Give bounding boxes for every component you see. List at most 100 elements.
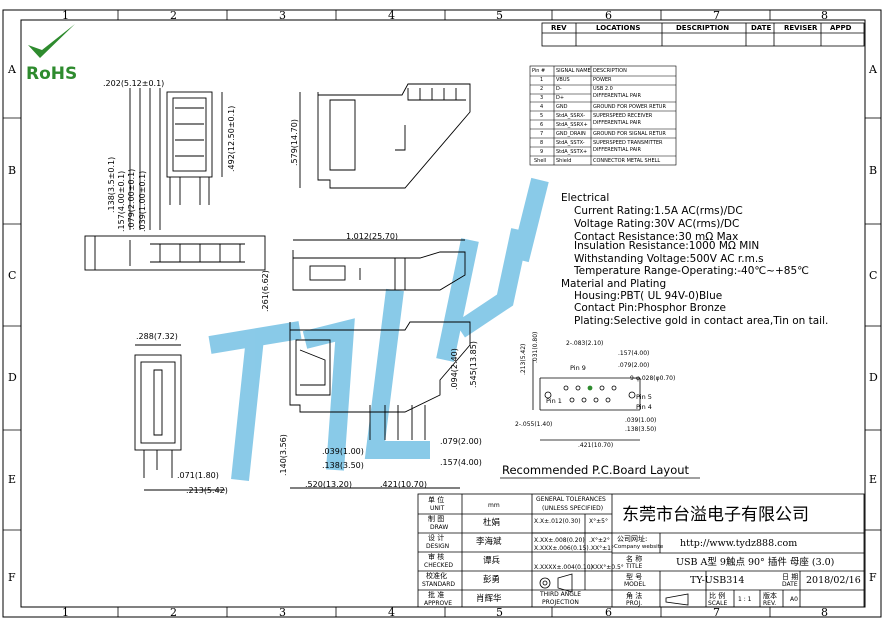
rohs-logo-text: RoHS xyxy=(26,64,78,84)
col-label-8: 8 xyxy=(821,9,828,22)
dim-545: .545(13.85) xyxy=(469,341,478,388)
col-label-1-bottom: 1 xyxy=(62,606,69,619)
spec-current: Current Rating:1.5A AC(rms)/DC xyxy=(574,205,743,217)
col-label-5: 5 xyxy=(496,9,503,22)
pin-row-num: 3 xyxy=(540,95,544,101)
dim-071: .071(1.80) xyxy=(177,471,219,480)
pcb-dim-421: .421(10.70) xyxy=(578,442,614,449)
tb-proj-cn: 角 法 xyxy=(626,592,643,600)
pcb-dim-055: 2-.055(1.40) xyxy=(515,421,553,428)
tb-check-name: 谭兵 xyxy=(483,556,501,566)
rev-header-rev: REV xyxy=(551,24,567,32)
tb-std-en: STANDARD xyxy=(422,581,456,588)
rev-header-date: DATE xyxy=(751,24,772,32)
tb-draw-cn: 制 图 xyxy=(428,515,445,523)
tb-company: 东莞市台溢电子有限公司 xyxy=(622,505,809,525)
tb-title: USB A型 9触点 90° 插件 母座 (3.0) xyxy=(676,557,835,568)
pcb-dim-079: .079(2.00) xyxy=(618,362,650,369)
pcb-dim-213: .213(5.42) xyxy=(520,343,527,375)
col-label-4: 4 xyxy=(388,9,395,22)
tb-check-en: CHECKED xyxy=(424,562,454,569)
col-label-6-bottom: 6 xyxy=(605,606,612,619)
col-label-2: 2 xyxy=(170,9,177,22)
tb-approve-cn: 批 准 xyxy=(428,591,445,599)
dim-157b: .157(4.00) xyxy=(440,458,482,467)
dim-140: .140(3.56) xyxy=(279,434,288,476)
tb-website-cn: 公司网址: xyxy=(617,535,648,543)
spec-temperature: Temperature Range-Operating:-40℃~+85℃ xyxy=(574,265,809,277)
pin-row-signal: GND_DRAIN xyxy=(556,131,586,137)
pcb-dim-039: .039(1.00) xyxy=(625,417,657,424)
tb-tol-2b: .X°±2° xyxy=(589,537,610,544)
front-view-bottom xyxy=(134,344,225,491)
proj-angle-icon xyxy=(665,593,689,606)
pin-row-signal: StdA_SSRX+ xyxy=(556,122,588,128)
tb-std-cn: 校准化 xyxy=(426,572,447,580)
tb-rev-en: REV. xyxy=(763,600,777,607)
dim-202: .202(5.12±0.1) xyxy=(103,79,165,88)
col-label-5-bottom: 5 xyxy=(496,606,503,619)
pin-row-signal: D+ xyxy=(556,95,565,101)
pcb-dim-157: .157(4.00) xyxy=(618,350,650,357)
pcb-dim-138: .138(3.50) xyxy=(625,426,657,433)
rev-header-locations: LOCATIONS xyxy=(596,24,641,32)
rev-header-appd: APPD xyxy=(830,24,852,32)
pin-row-signal: StdA_SSTX- xyxy=(556,140,585,146)
dim-579: .579(14.70) xyxy=(290,119,299,166)
tb-std-name: 彭勇 xyxy=(483,575,501,585)
tb-scale-en: SCALE xyxy=(708,600,728,607)
col-label-7-bottom: 7 xyxy=(713,606,720,619)
tb-draw-en: DRAW xyxy=(430,524,449,531)
top-view-right xyxy=(292,239,466,291)
pin-row-desc: GROUND FOR POWER RETUR xyxy=(593,104,666,110)
dim-039b: .039(1.00) xyxy=(322,447,364,456)
front-view-top xyxy=(129,88,223,230)
row-label-a: A xyxy=(8,63,16,76)
outer-frame xyxy=(2,9,882,618)
top-view-left xyxy=(84,235,266,271)
dim-520: .520(13.20) xyxy=(305,480,352,489)
pin-row-signal: GND xyxy=(556,104,568,110)
tb-tol-3b: .XX°±1° xyxy=(589,545,614,552)
pin-row-num: 7 xyxy=(540,131,544,137)
tb-date-en: DATE xyxy=(782,581,798,588)
row-label-c-right: C xyxy=(869,269,878,282)
row-label-e: E xyxy=(8,473,17,486)
row-label-d: D xyxy=(8,371,17,384)
row-label-d-right: D xyxy=(869,371,878,384)
dim-1012: 1.012(25.70) xyxy=(346,232,399,241)
tb-approve-name: 肖辉华 xyxy=(476,594,502,604)
spec-electrical-title: Electrical xyxy=(561,192,610,204)
tb-website[interactable]: http://www.tydz888.com xyxy=(680,538,798,549)
col-label-3-bottom: 3 xyxy=(279,606,286,619)
spec-housing: Housing:PBT( UL 94V-0)Blue xyxy=(574,290,723,302)
row-label-b: B xyxy=(8,164,17,177)
dim-213a: .213(5.42) xyxy=(186,486,228,495)
tb-design-cn: 设 计 xyxy=(428,534,445,542)
pin-row-num: 5 xyxy=(540,113,544,119)
pin-row-desc: DIFFERENTIAL PAIR xyxy=(593,147,641,153)
tb-model-en: MODEL xyxy=(624,581,646,588)
pin-row-desc: CONNECTOR METAL SHELL xyxy=(593,158,661,164)
pin-row-num: 1 xyxy=(540,77,544,83)
tb-approve-en: APPROVE xyxy=(424,600,453,607)
col-label-2-bottom: 2 xyxy=(170,606,177,619)
row-label-c: C xyxy=(8,269,17,282)
tb-draw-name: 杜娟 xyxy=(483,518,501,528)
grid-ticks xyxy=(3,10,881,617)
tb-gen-tol-2: (UNLESS SPECIFIED) xyxy=(542,505,604,512)
tb-rev-cn: 版本 xyxy=(763,592,777,600)
side-view-top xyxy=(299,83,471,189)
dim-492: .492(12.50±0.1) xyxy=(227,105,236,172)
side-view-bottom xyxy=(289,321,471,489)
pin-header-desc: DESCRIPTION xyxy=(593,68,627,74)
row-label-e-right: E xyxy=(869,473,878,486)
pcb-dim-083: 2-.083(2.10) xyxy=(566,340,604,347)
pin-row-num: 4 xyxy=(540,104,544,110)
spec-contact-pin: Contact Pin:Phosphor Bronze xyxy=(574,302,727,314)
dim-288: .288(7.32) xyxy=(136,332,178,341)
pin-row-signal: D- xyxy=(556,86,562,92)
revision-table-lines xyxy=(541,22,865,47)
tb-model: TY-USB314 xyxy=(690,575,745,586)
